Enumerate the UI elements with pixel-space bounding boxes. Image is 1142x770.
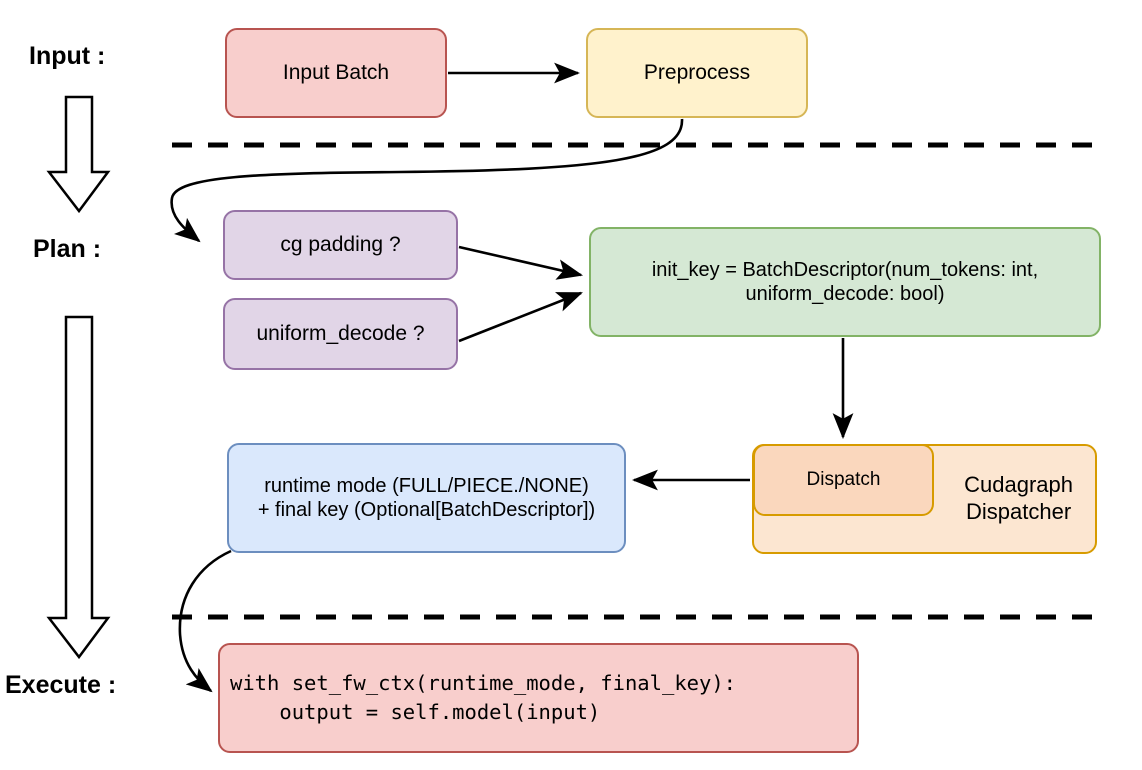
node-exec-code[interactable]: with set_fw_ctx(runtime_mode, final_key)… <box>218 643 859 753</box>
stage-label-execute: Execute : <box>5 671 117 699</box>
stage-label-plan: Plan : <box>33 235 102 263</box>
node-dispatch[interactable]: Dispatch <box>753 444 934 516</box>
node-init-key[interactable]: init_key = BatchDescriptor(num_tokens: i… <box>589 227 1101 337</box>
node-runtime-mode-line-1: runtime mode (FULL/PIECE./NONE) <box>264 474 589 497</box>
node-input-batch-label: Input Batch <box>282 61 390 85</box>
node-dispatch-label: Dispatch <box>806 469 881 491</box>
node-input-batch[interactable]: Input Batch <box>225 28 447 118</box>
node-runtime-mode-line-2: + final key (Optional[BatchDescriptor]) <box>257 499 596 521</box>
node-exec-code-line-2: output = self.model(input) <box>230 700 601 724</box>
node-uniform-decode[interactable]: uniform_decode ? <box>223 298 458 370</box>
node-init-key-line-1: init_key = BatchDescriptor(num_tokens: i… <box>651 258 1039 281</box>
plan-to-execute-arrow <box>46 315 111 660</box>
node-cg-padding[interactable]: cg padding ? <box>223 210 458 280</box>
node-cudagraph-dispatcher-line-1: Cudagraph <box>964 472 1073 498</box>
node-preprocess[interactable]: Preprocess <box>586 28 808 118</box>
node-cudagraph-dispatcher-line-2: Dispatcher <box>965 499 1072 524</box>
input-to-plan-arrow <box>46 95 111 214</box>
node-cg-padding-label: cg padding ? <box>280 233 401 257</box>
stage-label-input: Input : <box>29 42 106 70</box>
edge-uniform-decode-to-init-key <box>458 291 583 343</box>
node-runtime-mode[interactable]: runtime mode (FULL/PIECE./NONE) + final … <box>227 443 626 553</box>
edge-cg-padding-to-init-key <box>458 245 584 280</box>
node-init-key-line-2: uniform_decode: bool) <box>745 283 945 305</box>
node-preprocess-label: Preprocess <box>643 61 751 85</box>
node-uniform-decode-label: uniform_decode ? <box>256 322 425 346</box>
node-exec-code-line-1: with set_fw_ctx(runtime_mode, final_key)… <box>230 670 737 695</box>
